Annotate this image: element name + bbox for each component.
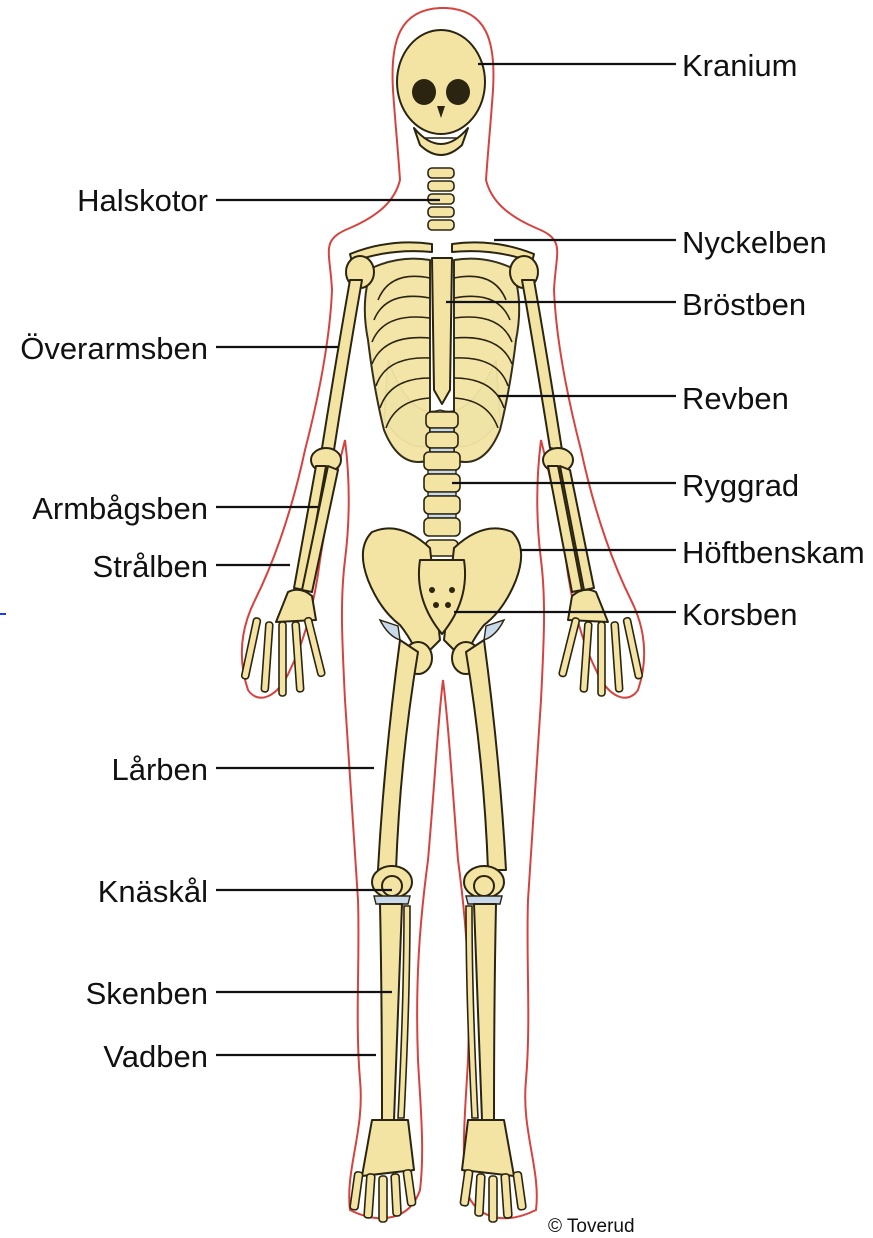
label-overarmsben: Överarmsben: [20, 331, 208, 366]
left-arm: [241, 256, 374, 696]
label-korsben: Korsben: [682, 597, 797, 632]
label-larben: Lårben: [111, 752, 208, 787]
label-nyckelben: Nyckelben: [682, 225, 827, 260]
right-arm: [510, 256, 643, 696]
label-knaskal: Knäskål: [98, 874, 208, 909]
right-leg: [460, 640, 526, 1222]
label-vadben: Vadben: [103, 1039, 208, 1074]
label-armbagsben: Armbågsben: [32, 491, 208, 526]
label-hoftbenskam: Höftbenskam: [682, 535, 865, 570]
label-stralben: Strålben: [93, 549, 208, 584]
label-kranium: Kranium: [682, 48, 797, 83]
label-halskotor: Halskotor: [77, 183, 208, 218]
skull: [397, 30, 485, 155]
label-ryggrad: Ryggrad: [682, 468, 799, 503]
label-revben: Revben: [682, 381, 789, 416]
credit-text: © Toverud: [548, 1216, 635, 1237]
left-leg: [350, 640, 418, 1222]
label-skenben: Skenben: [86, 976, 208, 1011]
label-brostben: Bröstben: [682, 287, 806, 322]
